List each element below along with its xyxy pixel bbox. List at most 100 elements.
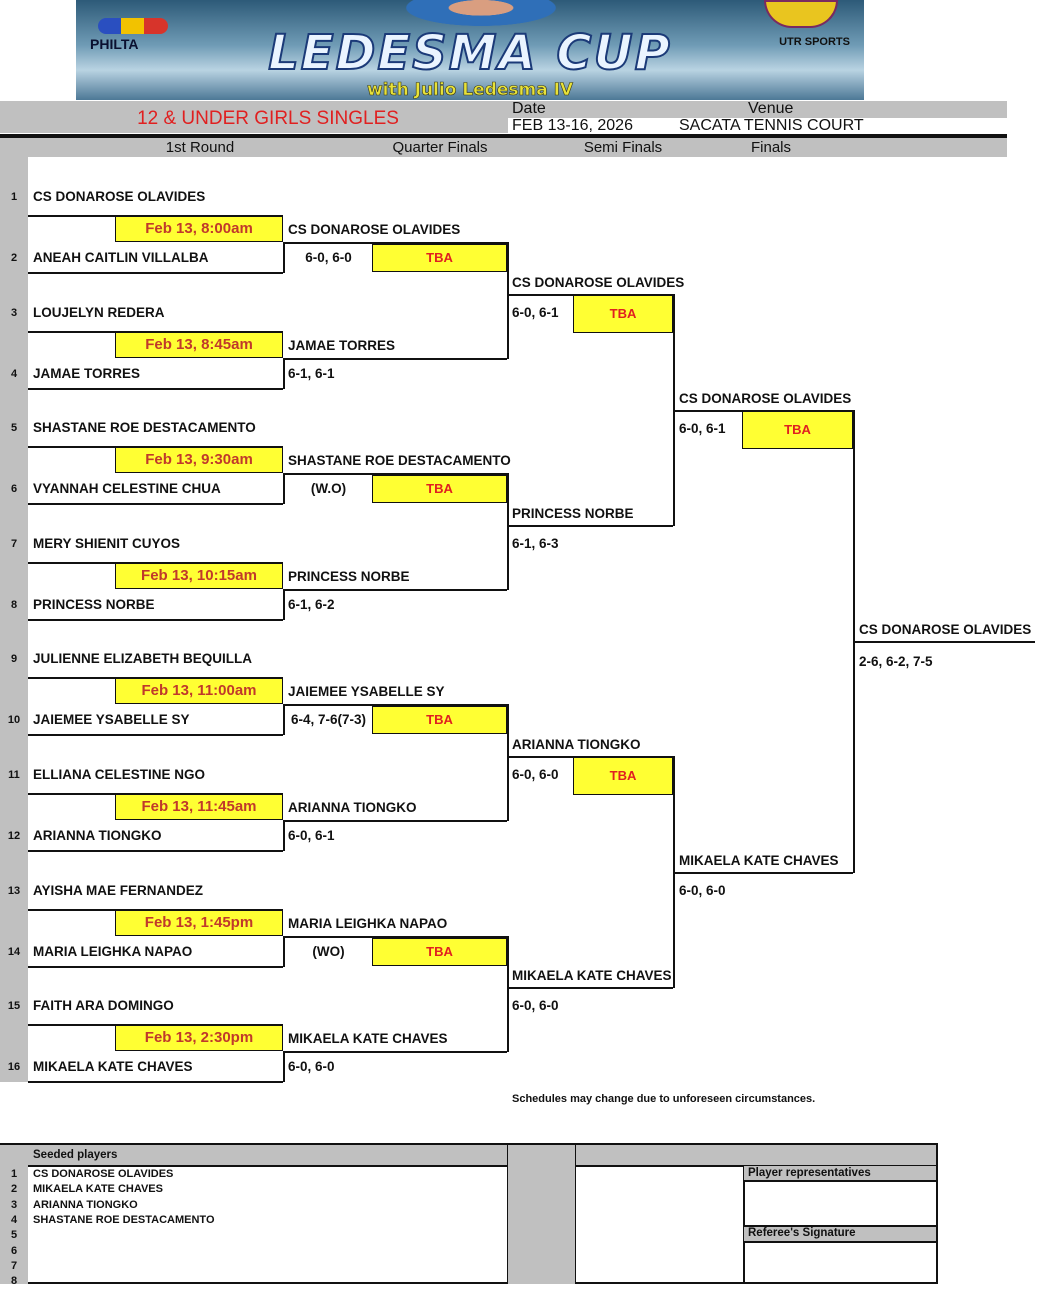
round-label-first: 1st Round <box>165 139 235 156</box>
draw-position-number: 7 <box>10 537 18 550</box>
bracket-line <box>507 987 673 989</box>
seed-number: 4 <box>10 1213 18 1226</box>
player-name: SHASTANE ROE DESTACAMENTO <box>33 420 256 436</box>
player-name: MARIA LEIGHKA NAPAO <box>33 943 193 959</box>
philta-logo-icon <box>98 18 168 34</box>
qf-player-name: ARIANNA TIONGKO <box>288 800 417 815</box>
referee-signature-label: Referee's Signature <box>748 1227 856 1239</box>
bracket-line <box>673 872 853 874</box>
match-score: 6-0, 6-0 <box>288 1059 335 1075</box>
seed-number: 3 <box>10 1198 18 1211</box>
bracket-line <box>507 525 673 527</box>
final-player-name: CS DONAROSE OLAVIDES <box>679 391 852 406</box>
bracket-line <box>28 850 283 852</box>
bracket-line <box>28 1081 283 1084</box>
draw-position-number: 11 <box>8 769 20 781</box>
sf-player-name: MIKAELA KATE CHAVES <box>512 968 672 983</box>
player-name: FAITH ARA DOMINGO <box>33 998 174 1014</box>
sf-player-name: ARIANNA TIONGKO <box>512 737 641 752</box>
date-value: FEB 13-16, 2026 <box>512 117 633 134</box>
player-name: JULIENNE ELIZABETH BEQUILLA <box>33 651 253 667</box>
next-match-time: TBA <box>372 475 507 504</box>
bracket-line <box>283 1051 285 1083</box>
player-name: JAIEMEE YSABELLE SY <box>33 712 190 728</box>
round-header <box>0 138 1007 157</box>
draw-position-number: 6 <box>10 483 18 496</box>
match-score: 6-0, 6-1 <box>512 305 559 320</box>
event-title: 12 & UNDER GIRLS SINGLES <box>137 108 399 129</box>
match-score: 6-0, 6-0 <box>512 998 559 1013</box>
utr-logo-icon <box>764 0 838 28</box>
draw-position-number: 14 <box>7 945 21 958</box>
philta-logo: PHILTA <box>90 36 139 52</box>
qf-player-name: SHASTANE ROE DESTACAMENTO <box>288 453 511 469</box>
match-score: 6-4, 7-6(7-3) <box>290 712 367 728</box>
next-match-time: TBA <box>372 937 507 966</box>
seed-number: 7 <box>10 1259 18 1272</box>
bracket-line <box>507 242 509 359</box>
schedule-notice: Schedules may change due to unforeseen c… <box>512 1093 816 1105</box>
draw-position-number: 13 <box>7 884 21 897</box>
bracket-line <box>283 357 507 360</box>
player-name: JAMAE TORRES <box>33 365 141 381</box>
bracket-line <box>283 588 507 591</box>
bracket-line <box>28 618 283 621</box>
seeded-header: Seeded players <box>33 1149 118 1161</box>
venue-value: SACATA TENNIS COURT <box>679 117 864 134</box>
draw-position-number: 2 <box>10 252 18 264</box>
match-time: Feb 13, 10:15am <box>115 562 283 589</box>
qf-player-name: PRINCESS NORBE <box>288 568 410 584</box>
draw-position-number: 4 <box>10 367 18 380</box>
match-score: (W.O) <box>310 481 347 497</box>
banner-subtitle: with Julio Ledesma IV <box>366 80 574 100</box>
player-name: PRINCESS NORBE <box>33 596 155 612</box>
match-score: 6-1, 6-1 <box>288 365 335 381</box>
qf-player-name: JAMAE TORRES <box>288 337 396 353</box>
next-match-time: TBA <box>573 757 673 795</box>
match-score: (WO) <box>312 943 345 959</box>
match-time: Feb 13, 11:00am <box>115 678 283 705</box>
draw-position-number: 10 <box>7 714 21 727</box>
bracket-line <box>283 820 285 851</box>
bracket-line <box>283 242 285 273</box>
bracket-line <box>283 473 285 505</box>
player-name: ARIANNA TIONGKO <box>33 828 162 843</box>
qf-player-name: CS DONAROSE OLAVIDES <box>288 222 461 237</box>
draw-position-number: 3 <box>10 306 18 319</box>
champion-name: CS DONAROSE OLAVIDES <box>859 622 1032 637</box>
seed-number: 5 <box>10 1229 18 1242</box>
seed-player-name: ARIANNA TIONGKO <box>33 1198 138 1211</box>
bracket-line <box>283 704 285 736</box>
next-match-time: TBA <box>742 411 853 449</box>
match-time: Feb 13, 2:30pm <box>115 1025 283 1052</box>
draw-position-number: 15 <box>7 1000 21 1013</box>
seed-player-name: SHASTANE ROE DESTACAMENTO <box>33 1213 215 1226</box>
bracket-line <box>283 935 285 967</box>
venue-label: Venue <box>748 100 794 117</box>
bracket-line <box>28 734 283 737</box>
draw-position-number: 12 <box>7 830 21 842</box>
qf-player-name: MIKAELA KATE CHAVES <box>288 1031 448 1047</box>
bracket-line <box>283 588 285 620</box>
match-score: 6-0, 6-1 <box>679 421 726 436</box>
bracket-line <box>283 357 285 389</box>
bracket-line <box>283 1051 507 1054</box>
player-name: ELLIANA CELESTINE NGO <box>33 767 206 782</box>
round-label-qf: Quarter Finals <box>392 139 488 156</box>
player-name: MIKAELA KATE CHAVES <box>33 1059 193 1075</box>
match-score: 6-0, 6-1 <box>288 828 335 843</box>
bracket-line <box>283 820 507 822</box>
bracket-line <box>283 242 507 244</box>
seed-number: 1 <box>10 1168 18 1180</box>
match-time: Feb 13, 8:00am <box>115 216 283 242</box>
qf-player-name: JAIEMEE YSABELLE SY <box>288 684 445 700</box>
match-score: 6-0, 6-0 <box>512 767 559 782</box>
qf-player-name: MARIA LEIGHKA NAPAO <box>288 915 448 931</box>
seed-player-name: MIKAELA KATE CHAVES <box>33 1183 163 1196</box>
draw-position-number: 1 <box>10 191 18 203</box>
player-name: AYISHA MAE FERNANDEZ <box>33 882 204 898</box>
next-match-time: TBA <box>372 706 507 735</box>
round-label-final: Finals <box>750 139 791 156</box>
seeded-players-table: Seeded players Player representatives Re… <box>0 1143 938 1287</box>
final-player-name: MIKAELA KATE CHAVES <box>679 853 839 868</box>
